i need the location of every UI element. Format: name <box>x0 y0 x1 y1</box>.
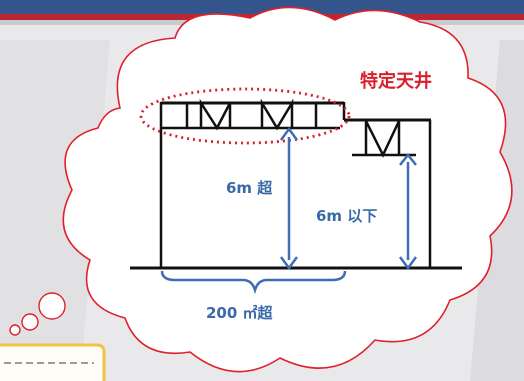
tall-building-truss-webs <box>185 98 318 131</box>
low-height-arrow-up <box>399 152 417 166</box>
tall-height-arrow-up <box>279 126 299 141</box>
floor-area-brace <box>160 270 347 295</box>
floor-area-label: 200 ㎡超 <box>206 304 274 322</box>
low-height-label: 6m 以下 <box>316 207 377 225</box>
special-ceiling-highlight <box>139 87 351 145</box>
thought-bubble-large <box>38 292 66 320</box>
low-building-truss-webs <box>364 120 401 158</box>
thought-bubble-medium <box>21 313 39 331</box>
thought-bubble-small <box>9 324 21 336</box>
low-height-arrow-down <box>398 256 418 271</box>
header-bar <box>0 0 524 14</box>
background-shade-shape <box>0 40 110 381</box>
tall-height-arrow-down <box>279 256 299 271</box>
special-ceiling-label: 特定天井 <box>360 70 432 92</box>
tall-height-label: 6m 超 <box>226 179 273 197</box>
